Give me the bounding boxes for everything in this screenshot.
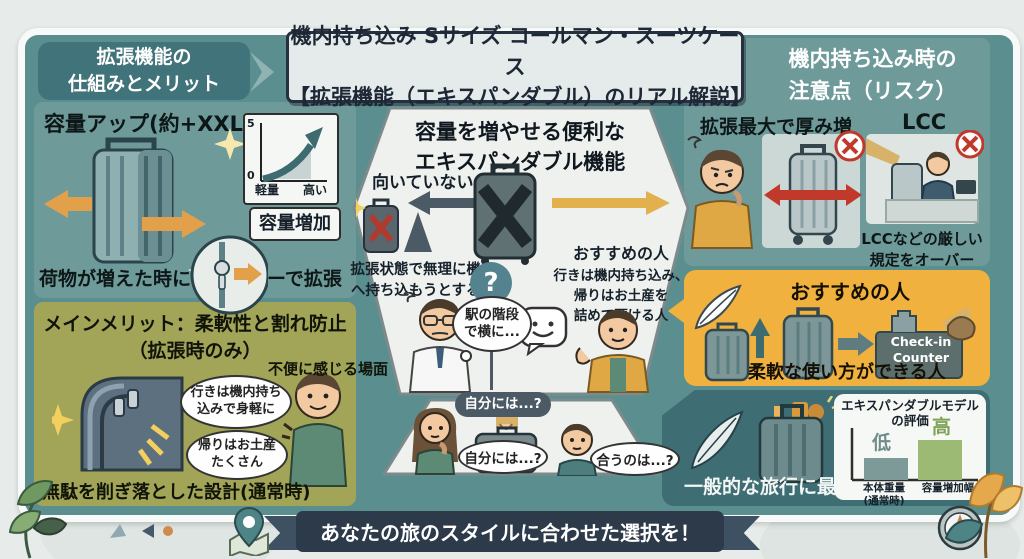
left-bottom-heading-line2: （拡張時のみ）: [128, 340, 262, 362]
pondering-man-illustration: [556, 423, 598, 476]
expanding-suitcase-illustration: [44, 137, 206, 264]
thought-dot: [460, 350, 472, 362]
rating-cat1-line1: 本体重量: [863, 482, 905, 494]
map-pin-icon: [229, 506, 269, 556]
left-header-line2: 仕組みとメリット: [67, 73, 220, 95]
not-suited-text: 拡張状態で無理に機内 へ持ち込もうとする人: [348, 258, 498, 300]
recommended-line2: 帰りはお土産を: [573, 288, 669, 304]
light-suitcase-icon: [704, 318, 770, 382]
man-speech-bubble: 合うのは...?: [590, 442, 680, 476]
rating-high-label: 高: [932, 416, 952, 438]
not-suited-line2: へ持ち込もうとする人: [350, 283, 496, 299]
woman-thought-bubble: 自分には...?: [458, 440, 548, 474]
leaf-decoration: [944, 472, 1024, 559]
left-bottom-caption: 無駄を削ぎ落とした設計(通常時): [42, 482, 311, 503]
suitcase-corner-illustration: [52, 376, 184, 472]
crossed-suitcase-icon: [473, 163, 537, 265]
thinking-woman-illustration: [412, 408, 458, 475]
rating-cat1-line2: (通常時): [863, 494, 905, 507]
left-direction-arrow-icon: [408, 191, 478, 215]
right-header-line1: 機内持ち込み時の: [788, 47, 957, 71]
right-top-heading1: 拡張最大で厚み増: [700, 116, 853, 138]
right-middle-caption: 柔軟な使い方ができる人: [748, 362, 946, 383]
bubble1-line2: 込みで身軽に: [196, 402, 275, 417]
speech-bubble-outbound: 行きは機内持ち 込みで身軽に: [180, 375, 292, 429]
counter-label: Check-in Counter: [880, 334, 962, 367]
title-line1: 機内持ち込み Sサイズ コールマン・スーツケース: [290, 24, 740, 79]
recommended-label: おすすめの人: [572, 244, 669, 263]
chart-xtick-right: 高い: [303, 183, 328, 197]
chart-ytick-top: 5: [247, 117, 255, 130]
right-header-line2: 注意点（リスク）: [788, 78, 957, 103]
footer-banner: あなたの旅のスタイルに合わせた選択を！: [296, 511, 724, 552]
center-title: 容量を増やせる便利な エキスパンダブル機能: [392, 116, 648, 176]
chevron-right-icon: [250, 52, 274, 92]
chart-xtick-left: 軽量: [255, 183, 280, 197]
title-line2: 【拡張機能（エキスパンダブル）のリアル解説】: [289, 85, 752, 110]
doctor-bubble-line2: で横に...: [464, 324, 520, 340]
capacity-increase-text: 容量増加: [259, 213, 331, 234]
rating-chart-title-line2: の評価: [891, 413, 929, 428]
speech-bubble-return: 帰りはお土産 たくさん: [186, 430, 288, 480]
panel-tail-icon: [668, 296, 688, 326]
bubble1-line1: 行きは機内持ち: [190, 385, 282, 401]
page-title: 機内持ち込み Sサイズ コールマン・スーツケース 【拡張機能（エキスパンダブル）…: [286, 24, 751, 109]
doctor-thought-bubble: 駅の階段 で横に...: [452, 296, 532, 352]
worried-person-illustration: [687, 136, 754, 249]
feather-icon: [690, 410, 744, 470]
doctor-illustration: [403, 292, 472, 393]
backpacker-illustration: [575, 309, 650, 393]
bubble2-line2: たくさん: [210, 455, 263, 470]
doctor-bubble-line1: 駅の階段: [465, 307, 519, 324]
woman-bubble-text: 自分には...?: [464, 451, 542, 467]
self-question-pill: 自分には...?: [455, 392, 551, 417]
chart-ytick-bottom: 0: [247, 169, 255, 182]
right-section-header: 機内持ち込み時の 注意点（リスク）: [755, 44, 990, 107]
footer-banner-text: あなたの旅のスタイルに合わせた選択を！: [320, 521, 700, 545]
smiling-traveler-illustration: [281, 373, 348, 487]
center-title-line2: エキスパンダブル機能: [414, 150, 626, 174]
packed-suitcase-icon: [758, 396, 834, 484]
left-bottom-heading: メインメリット：柔軟性と割れ防止 （拡張時のみ）: [38, 309, 352, 363]
not-suited-line1: 拡張状態で無理に機内: [350, 262, 496, 278]
triangle-dot-decoration: [110, 524, 173, 538]
rating-chart-title-line1: エキスパンダブルモデル: [841, 398, 979, 413]
bubble2-line1: 帰りはお土産: [197, 438, 276, 454]
left-bottom-heading-line1: メインメリット：柔軟性と割れ防止: [43, 313, 347, 335]
lcc-counter-warning-icon: [866, 130, 984, 223]
left-bottom-note: 不便に感じる場面: [268, 360, 389, 378]
question-mark-glyph: ?: [483, 268, 499, 298]
capacity-growth-chart: 5 0 軽量 高い: [243, 113, 339, 205]
rating-chart-box: エキスパンダブルモデル の評価 低 高 本体重量 (通常時) 容量増加幅: [834, 394, 986, 507]
small-rejected-suitcase-icon: [356, 198, 432, 253]
right-top-heading2: LCC: [902, 110, 947, 134]
zipper-magnifier-icon: [188, 235, 268, 315]
rating-low-label: 低: [872, 432, 892, 454]
counter-line1: Check-in: [890, 334, 952, 349]
counter-line2: Counter: [892, 350, 950, 366]
suitcase-to-counter-icon: [782, 306, 976, 380]
right-top-caption-line2: 規定をオーバー: [869, 251, 975, 269]
rating-cat2: 容量増加幅: [921, 482, 975, 494]
right-middle-heading: おすすめの人: [790, 280, 910, 304]
left-header-line1: 拡張機能の: [96, 46, 192, 69]
center-title-line1: 容量を増やせる便利な: [415, 120, 625, 144]
capacity-increase-label: 容量増加: [249, 207, 341, 241]
left-section-header: 拡張機能の 仕組みとメリット: [38, 42, 250, 100]
right-top-caption-line1: LCCなどの厳しい: [861, 230, 983, 248]
right-direction-arrow-icon: [552, 191, 670, 215]
smiley-speech-icon: [518, 306, 568, 356]
man-bubble-text: 合うのは...?: [596, 453, 674, 469]
left-top-heading: 容量アップ(約+XXL): [44, 112, 253, 136]
right-bottom-caption: 一般的な旅行に最適: [684, 476, 856, 498]
leaf-decoration: [8, 480, 68, 559]
recommended-line1: 行きは機内持ち込み、: [553, 268, 689, 284]
sparkle-icon: [214, 128, 246, 160]
feather-icon: [694, 284, 742, 330]
right-top-caption: LCCなどの厳しい 規定をオーバー: [860, 228, 984, 270]
not-suited-label: 向いていない人: [372, 173, 491, 193]
self-question-pill-text: 自分には...?: [464, 396, 542, 412]
expanded-suitcase-warning-icon: [764, 130, 866, 245]
